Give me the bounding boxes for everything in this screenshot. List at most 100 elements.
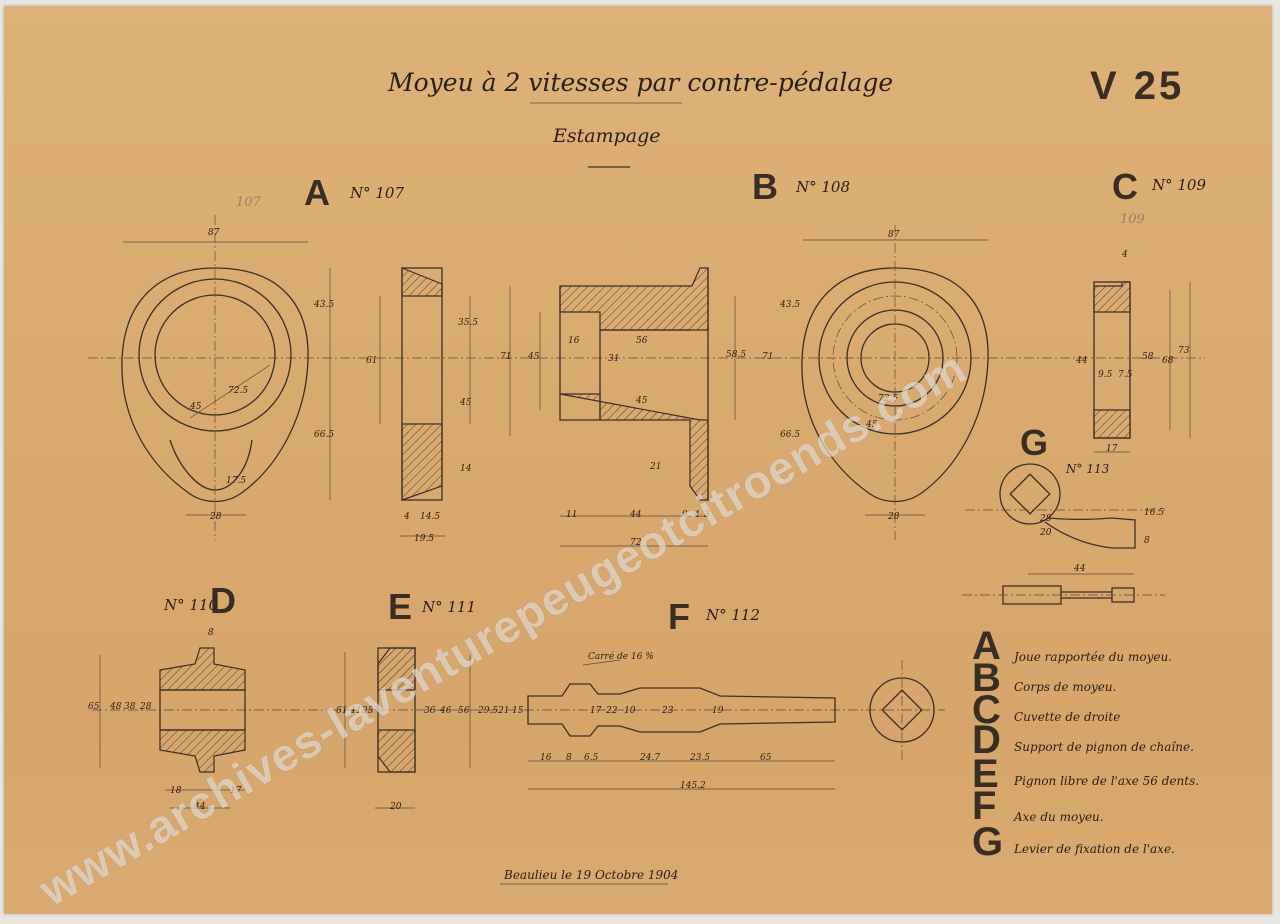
legend-letter-a: A [972,624,1001,668]
legend-text-a: Joue rapportée du moyeu. [1014,650,1172,664]
legend-text-e: Pignon libre de l'axe 56 dents. [1014,774,1200,788]
dim-label: 10 [624,706,636,716]
dim-label: 44 [194,802,206,812]
part-d-section-view [99,647,246,809]
drawing-date: Beaulieu le 19 Octobre 1904 [504,868,679,882]
part-a-front-view [121,215,309,540]
dim-label: 61 [336,706,348,716]
legend-text-d: Support de pignon de chaîne. [1014,740,1194,754]
dim-label: 72 [630,538,642,548]
dim-label: 14.5 [420,512,441,522]
dim-label: 17 [590,706,602,716]
dim-label: 43.5 [314,300,335,310]
dim-label: 19 [712,706,724,716]
dim-label: 9.5 [1098,370,1113,380]
paper-background [4,6,1272,914]
dim-label: 16.5 [1144,508,1165,518]
dim-label: 61 [366,356,378,366]
dim-label: 38 [124,702,136,712]
view-d-number: N° 110 [164,596,219,614]
dim-label: 68 [1162,356,1174,366]
view-a-letter: A [304,172,330,213]
dim-label: 58 [1142,352,1154,362]
dim-label: 45 [866,420,878,430]
dim-label: 6.5 [584,753,599,763]
dim-label: 4 [694,510,700,520]
dim-label: 23.5 [690,753,711,763]
dim-label: 73 [1178,346,1190,356]
view-e-number: N° 111 [422,598,477,616]
dim-label: 29.5 [478,706,499,716]
part-c-section-view [1093,281,1191,453]
drawing-title: Moyeu à 2 vitesses par contre-pédalage [388,68,894,97]
dim-label: 35.5 [458,318,479,328]
dim-label: 9 [682,510,688,520]
dim-label: 44 [630,510,642,520]
dim-label: 19.5 [414,534,435,544]
dim-label: 46 [440,706,452,716]
drawing-code: V 25 [1090,64,1185,108]
drawing-subtitle: Estampage [553,125,661,147]
dim-label: 28 [140,702,152,712]
dim-label: 87 [208,228,220,238]
dim-label: 44 [1074,564,1086,574]
dim-label: 65 [88,702,100,712]
view-g-letter: G [1020,422,1049,463]
dim-label: 18 [170,786,182,796]
dim-label: 17 [1106,444,1118,454]
dim-label: 45 [528,352,540,362]
view-f-letter: F [668,596,690,637]
view-c-letter: C [1112,166,1138,207]
dim-label: 56 [458,706,470,716]
part-b-section-view [509,267,736,547]
dim-label: 48 [110,702,122,712]
view-f-number: N° 112 [706,606,761,624]
dim-label: 11 [566,510,578,520]
dim-label: 43.5 [780,300,801,310]
view-f-note: Carré de 16 % [588,652,654,662]
dim-label: 41 [350,706,362,716]
view-e-letter: E [388,586,413,627]
dim-label: 7.5 [1118,370,1133,380]
dim-label: 44 [1076,356,1088,366]
view-a-pencil-note: 107 [236,195,261,210]
dim-label: 17.5 [226,476,247,486]
view-g-number: N° 113 [1066,462,1110,476]
dim-label: 71 [762,352,774,362]
dim-label: 15 [512,706,524,716]
part-a-section-view [329,267,471,537]
dim-label: 72.5 [228,386,249,396]
dim-label: 145.2 [680,781,706,791]
part-g-views [962,463,1165,605]
dim-label: 20 [390,802,402,812]
dim-label: 8 [566,753,572,763]
legend-text-b: Corps de moyeu. [1014,680,1117,694]
dim-label: 28 [888,512,900,522]
view-c-number: N° 109 [1152,176,1207,194]
legend-text-g: Levier de fixation de l'axe. [1014,842,1175,856]
legend-letter-d: D [972,718,1001,762]
dim-label: 72.5 [878,394,899,404]
dim-label: 8 [208,628,214,638]
dim-label: 8 [1144,536,1150,546]
dim-label: 66.5 [314,430,335,440]
dim-label: 17 [230,786,242,796]
view-d-letter: D [210,580,236,621]
dim-label: 87 [888,230,900,240]
dim-label: 28 [1040,514,1052,524]
view-a-number: N° 107 [350,184,405,202]
legend-letter-b: B [972,656,1001,700]
part-f-axle-view [527,659,935,790]
part-b-front-view [801,225,989,540]
dim-label: 21 [498,706,510,716]
legend-text-f: Axe du moyeu. [1014,810,1104,824]
dim-label: 14 [460,464,472,474]
view-c-pencil-note: 109 [1120,212,1145,227]
part-e-section-view [344,647,471,809]
dim-label: 65 [760,753,772,763]
dim-label: 45 [636,396,648,406]
legend-letter-f: F [972,784,997,828]
dim-label: 28 [210,512,222,522]
dim-label: 4 [404,512,410,522]
